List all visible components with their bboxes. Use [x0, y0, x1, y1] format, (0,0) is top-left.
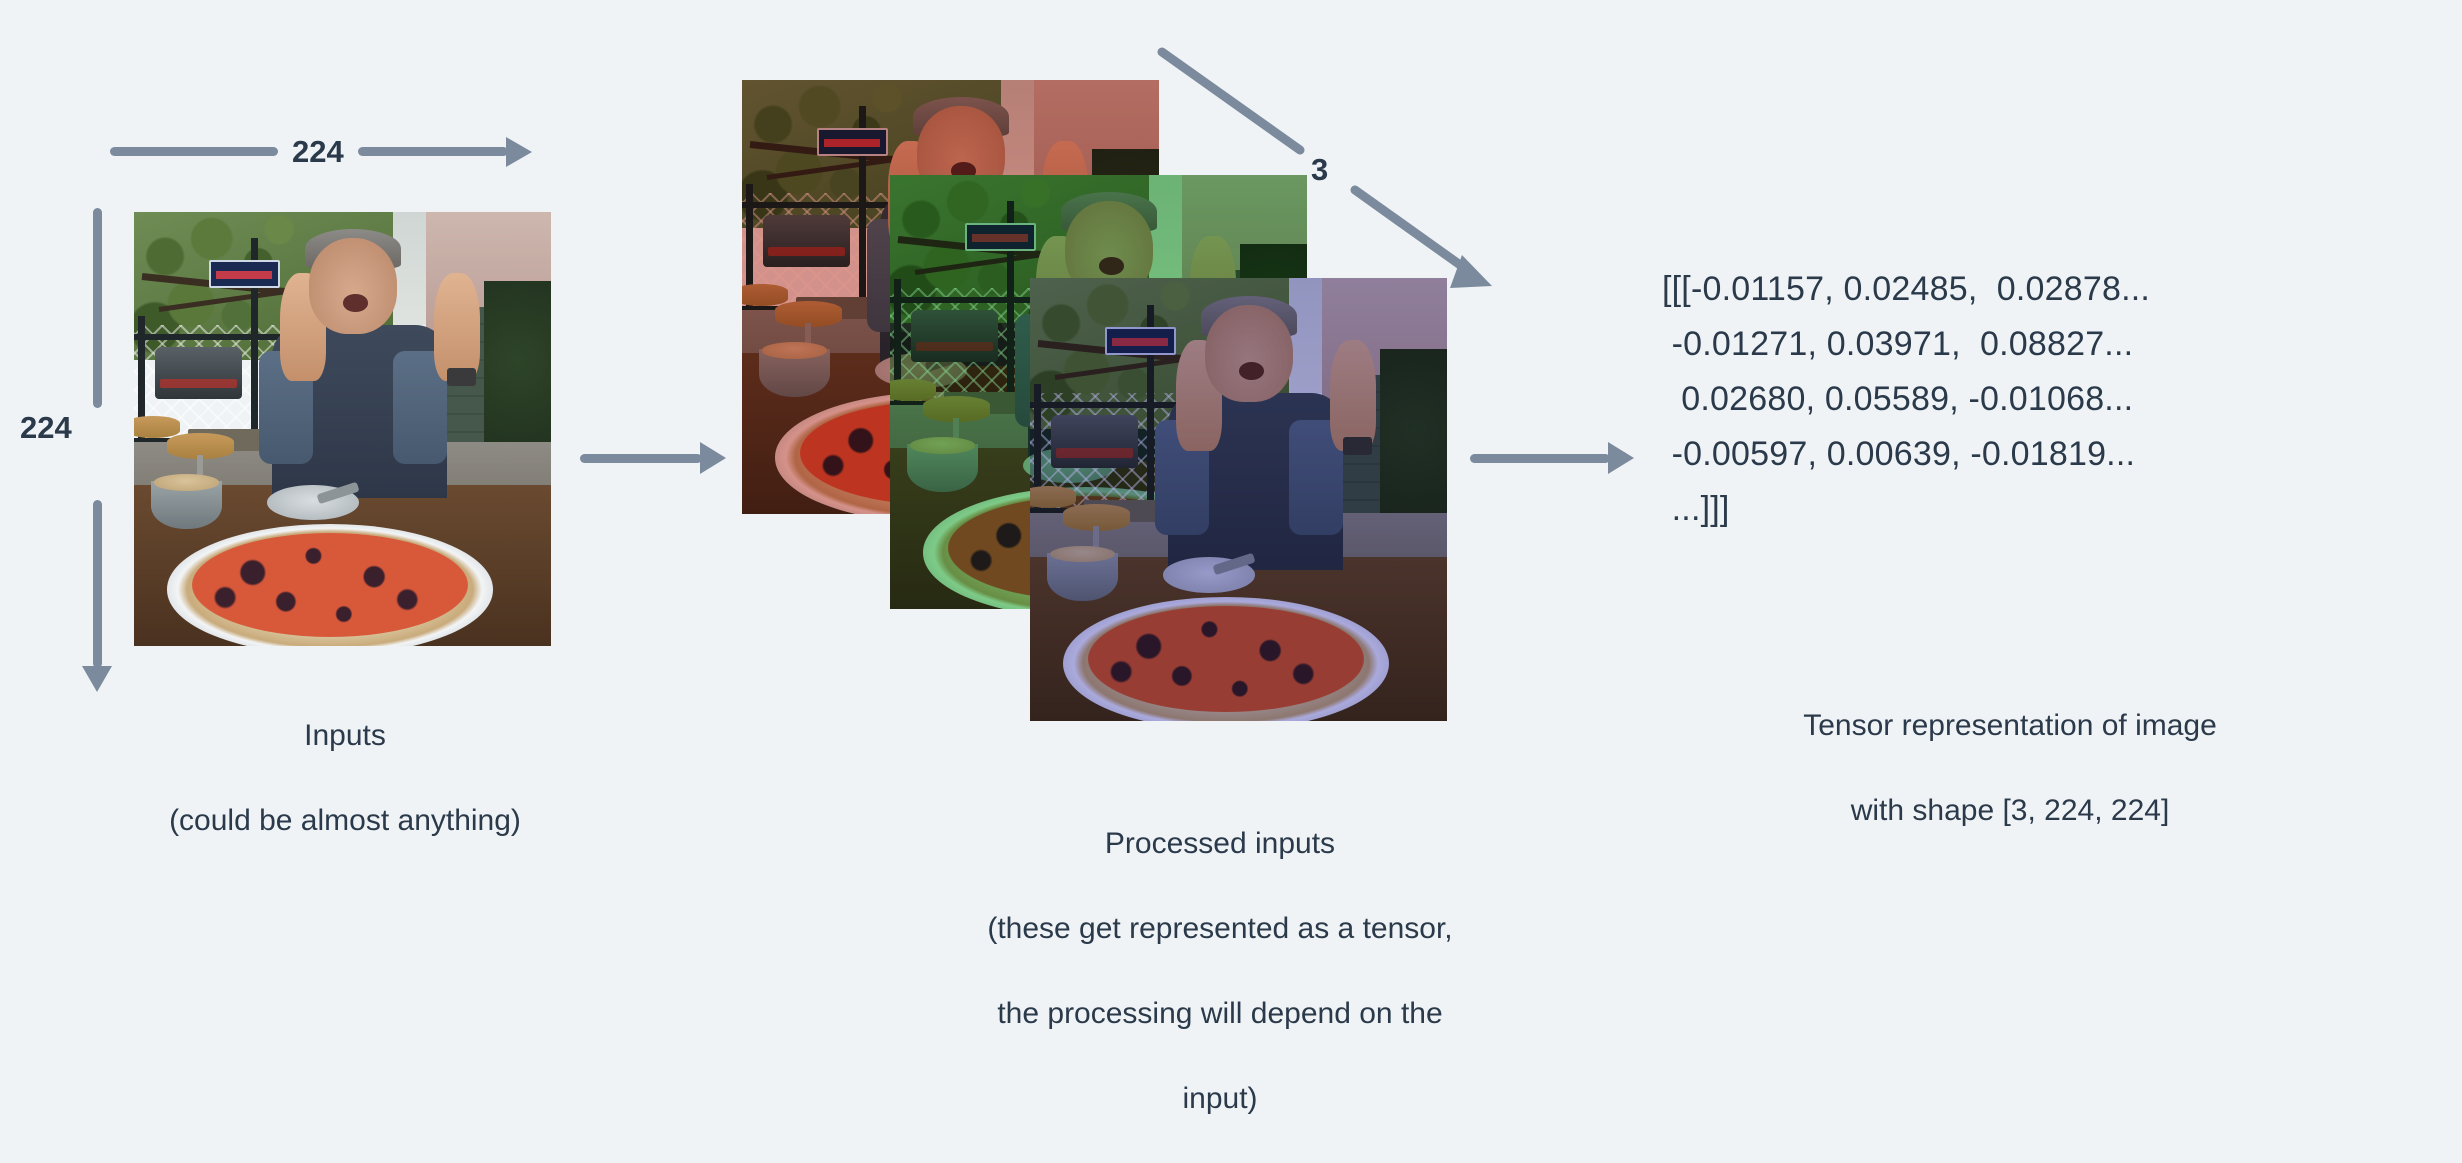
arrow-right-icon: [700, 442, 726, 474]
photo-scene: [134, 212, 551, 646]
input-caption: Inputs (could be almost anything): [60, 672, 630, 885]
blue-channel-tint-overlay: [1030, 278, 1447, 721]
channel-arrow-head-icon: [1450, 255, 1492, 288]
tensor-caption: Tensor representation of image with shap…: [1700, 662, 2320, 875]
input-to-processed-arrow: [580, 442, 726, 474]
height-dimension-arrow: 224: [20, 208, 112, 692]
processed-caption: Processed inputs (these get represented …: [830, 780, 1610, 1163]
height-dimension-label: 224: [20, 410, 72, 445]
width-arrow-head-icon: [505, 136, 532, 167]
width-dimension-arrow: 224: [110, 136, 532, 167]
channel-arrow-segment-upper: [1157, 47, 1305, 155]
arrow-shaft: [580, 453, 702, 463]
channel-arrow-segment-lower: [1350, 185, 1475, 277]
input-caption-line-1: Inputs: [304, 718, 386, 752]
arrow-shaft: [1470, 453, 1610, 463]
processed-image-blue-channel: [1030, 278, 1447, 721]
tensor-values-text: [[[-0.01157, 0.02485, 0.02878... -0.0127…: [1662, 270, 2151, 529]
height-arrow-bar-bottom: [92, 500, 102, 668]
diagram-canvas: 224 224: [20, 47, 2320, 1115]
width-arrow-bar-left: [110, 147, 278, 156]
height-arrow-head-icon: [82, 666, 112, 692]
channel-count-label: 3: [1311, 152, 1329, 187]
width-dimension-label: 224: [292, 134, 344, 169]
width-arrow-bar-right: [357, 147, 508, 156]
processed-caption-line-2: (these get represented as a tensor,: [987, 911, 1453, 945]
input-caption-line-2: (could be almost anything): [169, 803, 521, 837]
processed-caption-line-1: Processed inputs: [1104, 826, 1336, 860]
arrow-right-icon: [1608, 442, 1634, 474]
processed-to-tensor-arrow: [1470, 442, 1634, 474]
processed-caption-line-3: the processing will depend on the: [997, 996, 1443, 1030]
tensor-caption-line-1: Tensor representation of image: [1803, 708, 2217, 742]
height-arrow-bar-top: [92, 208, 102, 408]
processed-caption-line-4: input): [1182, 1082, 1258, 1116]
tensor-caption-line-2: with shape [3, 224, 224]: [1850, 793, 2170, 827]
input-image: [134, 212, 551, 646]
